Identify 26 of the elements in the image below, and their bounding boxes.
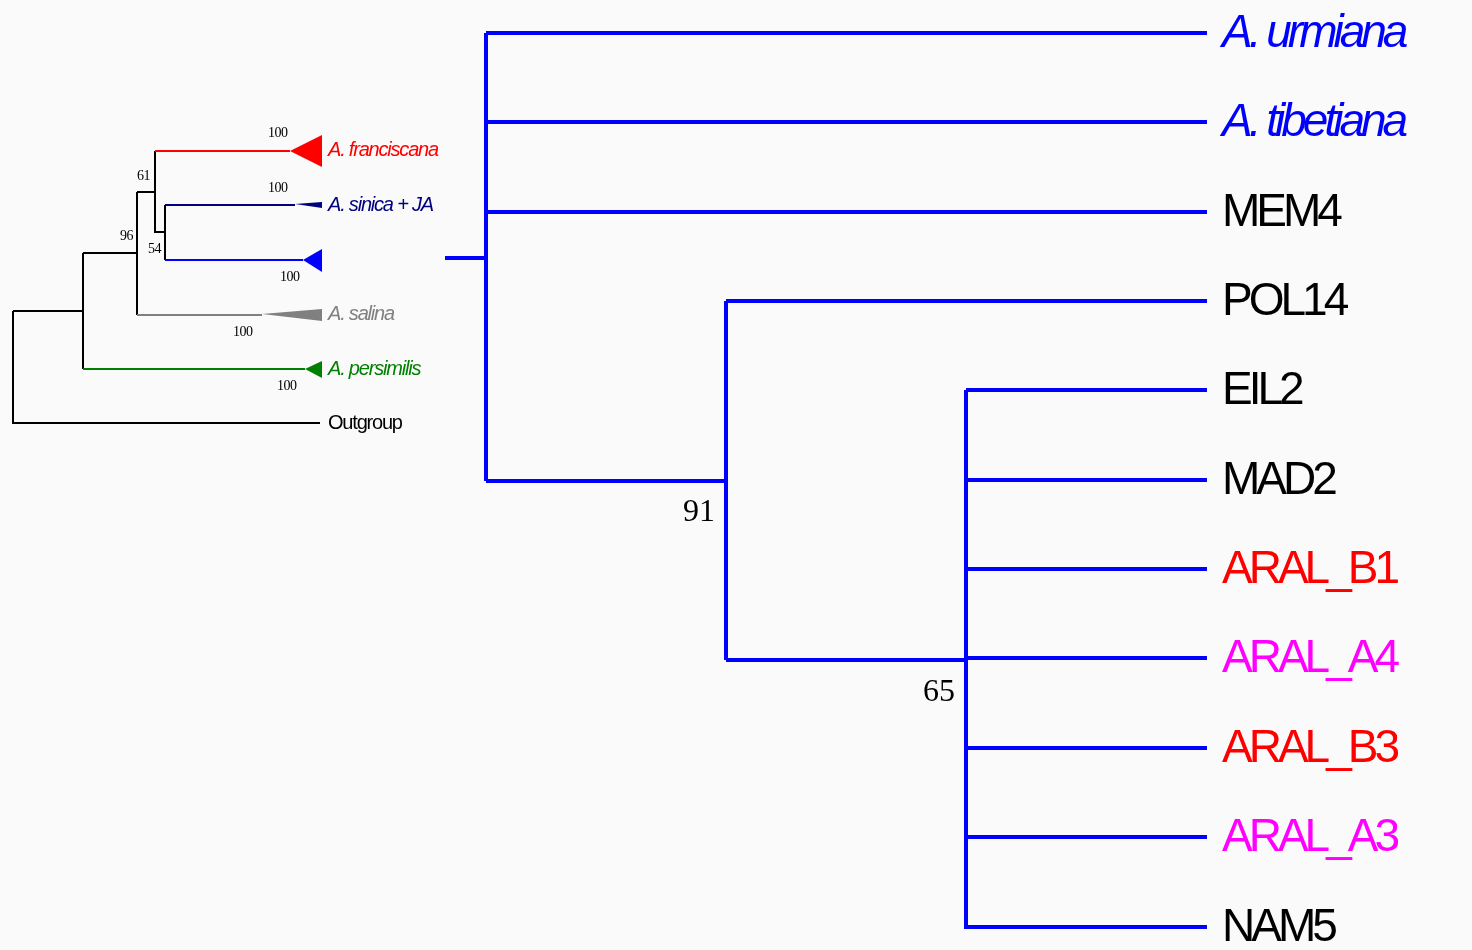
taxon-label: A. tibetiana xyxy=(1222,96,1405,143)
taxon-label: Outgroup xyxy=(328,412,402,432)
bootstrap-value: 54 xyxy=(148,242,161,257)
taxon-label: MEM4 xyxy=(1222,186,1339,233)
taxon-label: NAM5 xyxy=(1222,901,1334,948)
bootstrap-value: 96 xyxy=(120,229,133,244)
bootstrap-value: 61 xyxy=(137,169,150,184)
taxon-label: A. sinica + JA xyxy=(328,194,433,214)
taxon-label: ARAL_B3 xyxy=(1222,722,1396,769)
taxon-label: A. urmiana xyxy=(1222,7,1405,54)
taxon-label: ARAL_A4 xyxy=(1222,632,1396,679)
taxon-label: EIL2 xyxy=(1222,364,1301,411)
bootstrap-value: 100 xyxy=(233,325,253,340)
bootstrap-value: 65 xyxy=(923,674,955,707)
taxon-label: A. franciscana xyxy=(328,139,438,159)
taxon-label: ARAL_A3 xyxy=(1222,811,1396,858)
taxon-label: A. salina xyxy=(328,303,394,323)
bootstrap-value: 100 xyxy=(277,379,297,394)
taxon-label: MAD2 xyxy=(1222,454,1334,501)
taxon-label: ARAL_B1 xyxy=(1222,543,1396,590)
bootstrap-value: 91 xyxy=(683,494,715,527)
bootstrap-value: 100 xyxy=(280,270,300,285)
taxon-label: POL14 xyxy=(1222,275,1346,322)
bootstrap-value: 100 xyxy=(268,181,288,196)
bootstrap-value: 100 xyxy=(268,126,288,141)
taxon-label: A. persimilis xyxy=(328,358,421,378)
